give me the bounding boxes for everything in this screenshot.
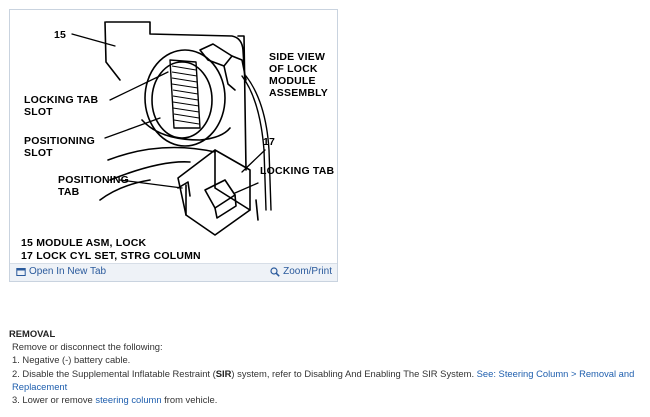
callout-positioning-tab-line2: TAB <box>58 186 80 198</box>
steering-column-link[interactable]: steering column <box>95 394 162 406</box>
callout-locking-tab: LOCKING TAB <box>260 165 335 177</box>
diagram-hatching <box>171 65 200 125</box>
callout-side-view-line2: OF LOCK <box>269 63 318 75</box>
callout-side-view-line4: ASSEMBLY <box>269 87 328 99</box>
callout-side-view-line1: SIDE VIEW <box>269 51 325 63</box>
removal-step-2: 2. Disable the Supplemental Inflatable R… <box>9 367 639 393</box>
removal-section: REMOVAL Remove or disconnect the followi… <box>9 327 639 406</box>
step-2-text-post: ) system, refer to Disabling And Enablin… <box>231 367 475 379</box>
zoom-print-label: Zoom/Print <box>283 266 332 277</box>
step-3-text-post: from vehicle. <box>161 394 218 406</box>
step-2-sir: SIR <box>215 367 232 379</box>
step-3-text-pre: 3. Lower or remove <box>12 394 96 406</box>
figure-legend-line1: 15 MODULE ASM, LOCK <box>21 237 147 249</box>
open-new-tab-icon <box>16 267 26 276</box>
removal-title: REMOVAL <box>9 328 56 339</box>
magnifier-icon <box>270 266 280 277</box>
callout-locking-tab-slot-line2: SLOT <box>24 106 53 118</box>
zoom-print-button[interactable]: Zoom/Print <box>270 266 332 277</box>
lock-module-diagram: 15 17 LOCKING TAB SLOT POSITIONING SLOT … <box>21 21 335 262</box>
figure-legend-line2: 17 LOCK CYL SET, STRG COLUMN <box>21 250 201 262</box>
callout-17: 17 <box>263 136 275 148</box>
removal-step-3: 3. Lower or remove steering column from … <box>9 393 639 406</box>
removal-step-1: 1. Negative (-) battery cable. <box>12 354 131 366</box>
callout-positioning-tab-line1: POSITIONING <box>58 174 129 186</box>
open-in-new-tab-label: Open In New Tab <box>29 266 107 277</box>
step-2-text-pre: 2. Disable the Supplemental Inflatable R… <box>12 367 216 379</box>
callout-locking-tab-slot-line1: LOCKING TAB <box>24 94 99 106</box>
steering-column-removal-link[interactable]: See: Steering Column > Removal and Repla… <box>12 367 635 392</box>
figure-toolbar: Open In New Tab Zoom/Print <box>10 263 337 281</box>
diagram-line-art <box>71 21 272 236</box>
removal-intro: Remove or disconnect the following: <box>12 341 163 353</box>
callout-positioning-slot-line1: POSITIONING <box>24 135 95 147</box>
callout-side-view-line3: MODULE <box>269 75 316 87</box>
figure-frame: 15 17 LOCKING TAB SLOT POSITIONING SLOT … <box>9 9 338 282</box>
callout-15: 15 <box>54 29 66 41</box>
open-in-new-tab-button[interactable]: Open In New Tab <box>16 266 106 277</box>
callout-positioning-slot-line2: SLOT <box>24 147 53 159</box>
